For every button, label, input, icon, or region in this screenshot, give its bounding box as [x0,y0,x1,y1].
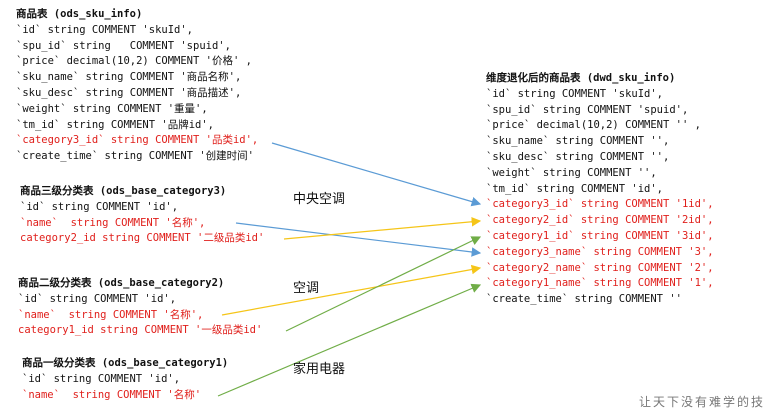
field-line-highlight: `category3_id` string COMMENT '品类id', [16,134,259,147]
table-title: 商品二级分类表 (ods_base_category2) [18,277,225,289]
arrow-category2-name [221,264,482,316]
field-line-highlight: category2_id string COMMENT '二级品类id' [20,232,265,245]
table-title: 商品表 (ods_sku_info) [16,8,143,20]
field-line: `create_time` string COMMENT '' [486,293,682,306]
field-line: `sku_name` string COMMENT '商品名称', [16,71,242,84]
ods-base-category1-table: 商品一级分类表 (ods_base_category1) `id` string… [22,356,228,403]
field-line-highlight: `category1_id` string COMMENT '3id', [486,229,714,242]
field-line: `id` string COMMENT 'id', [18,292,177,305]
label-appliances: 家用电器 [293,362,346,377]
field-line: `tm_id` string COMMENT '品牌id', [16,118,215,131]
field-line-highlight: `category3_id` string COMMENT '1id', [486,198,714,211]
arrow-category2-id [283,216,482,240]
field-line: `sku_name` string COMMENT '', [486,135,670,148]
table-title: 维度退化后的商品表 (dwd_sku_info) [486,72,676,84]
field-line: `id` string COMMENT 'skuId', [486,87,664,100]
field-line-highlight: `category3_name` string COMMENT '3', [486,245,714,258]
field-line: `id` string COMMENT 'skuId', [16,23,194,36]
label-central-ac: 中央空调 [293,192,346,207]
field-line-highlight: `name` string COMMENT '名称' [22,388,202,401]
field-line: `price` decimal(10,2) COMMENT '' , [486,119,701,132]
table-title: 商品三级分类表 (ods_base_category3) [20,185,227,197]
field-line: `id` string COMMENT 'id', [22,372,181,385]
field-line-highlight: `name` string COMMENT '名称', [18,308,204,321]
field-line: `spu_id` string COMMENT 'spuid', [16,39,231,52]
field-line: `spu_id` string COMMENT 'spuid', [486,103,689,116]
field-line-highlight: `category2_id` string COMMENT '2id', [486,214,714,227]
field-line: `id` string COMMENT 'id', [20,200,179,213]
arrow-category1-name [217,283,482,397]
watermark: 让天下没有难学的技 [638,395,765,409]
field-line: `weight` string COMMENT '', [486,166,657,179]
field-line-highlight: `name` string COMMENT '名称', [20,216,206,229]
ods-base-category2-table: 商品二级分类表 (ods_base_category2) `id` string… [18,276,262,339]
ods-sku-info-table: 商品表 (ods_sku_info) `id` string COMMENT '… [16,7,258,165]
arrow-category3-id [271,142,482,207]
field-line: `sku_desc` string COMMENT '商品描述', [16,86,242,99]
field-line: `create_time` string COMMENT '创建时间' [16,150,254,163]
field-line: `sku_desc` string COMMENT '', [486,150,670,163]
ods-base-category3-table: 商品三级分类表 (ods_base_category3) `id` string… [20,184,264,247]
table-title: 商品一级分类表 (ods_base_category1) [22,357,229,369]
field-line: `tm_id` string COMMENT 'id', [486,182,664,195]
field-line-highlight: category1_id string COMMENT '一级品类id' [18,324,263,337]
label-ac: 空调 [293,281,320,296]
field-line: `weight` string COMMENT '重量', [16,102,208,115]
arrow-category3-name [235,222,482,257]
arrow-category1-id [285,236,482,332]
field-line-highlight: `category1_name` string COMMENT '1', [486,277,714,290]
dwd-sku-info-table: 维度退化后的商品表 (dwd_sku_info) `id` string COM… [486,71,714,308]
field-line-highlight: `category2_name` string COMMENT '2', [486,261,714,274]
field-line: `price` decimal(10,2) COMMENT '价格' , [16,55,252,68]
